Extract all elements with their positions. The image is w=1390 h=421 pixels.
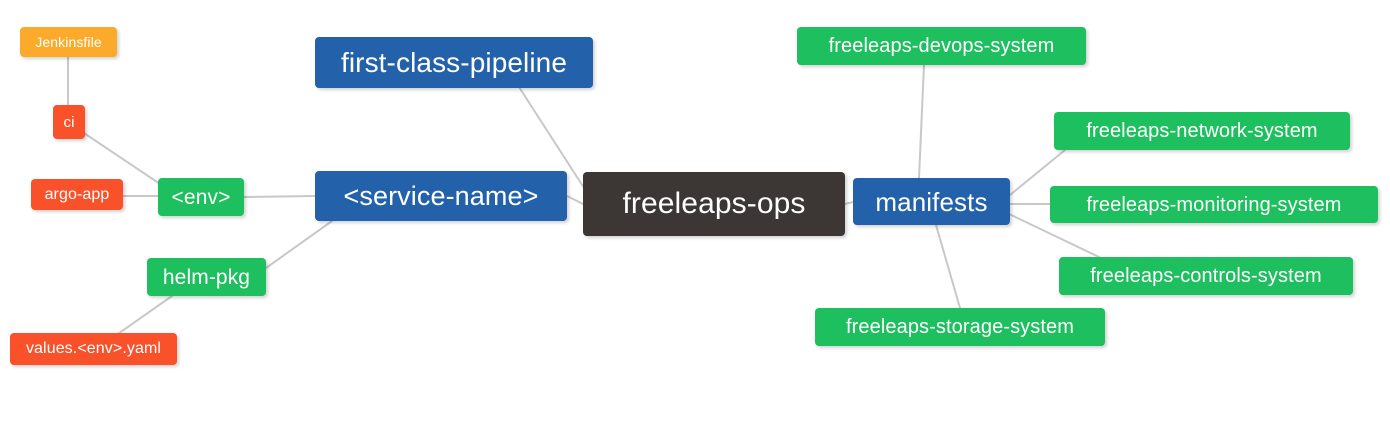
node-freeleaps-controls-system[interactable]: freeleaps-controls-system [1059, 257, 1353, 295]
node-label: first-class-pipeline [340, 46, 568, 78]
node-label: freeleaps-monitoring-system [1086, 193, 1342, 216]
edge-service_name-to-helm_pkg [265, 220, 333, 269]
node-label: freeleaps-storage-system [845, 316, 1075, 338]
edge-env-to-ci [83, 132, 161, 185]
node-label: argo-app [44, 185, 110, 203]
node-freeleaps-network-system[interactable]: freeleaps-network-system [1054, 112, 1350, 150]
node-helm-pkg[interactable]: helm-pkg [147, 258, 266, 296]
edge-manifests-to-devops_system [918, 64, 925, 179]
edge-manifests-to-storage_system [935, 224, 961, 309]
node-freeleaps-devops-system[interactable]: freeleaps-devops-system [797, 27, 1086, 65]
node-label: freeleaps-controls-system [1090, 265, 1322, 287]
node-label: freeleaps-network-system [1086, 120, 1318, 142]
node-label: Jenkinsfile [35, 34, 102, 50]
node-freeleaps-ops[interactable]: freeleaps-ops [583, 172, 845, 236]
node-jenkinsfile[interactable]: Jenkinsfile [20, 27, 117, 57]
node-values-env-yaml[interactable]: values.<env>.yaml [10, 333, 177, 365]
node-manifests[interactable]: manifests [853, 178, 1010, 225]
node-env[interactable]: <env> [158, 178, 244, 216]
node-freeleaps-storage-system[interactable]: freeleaps-storage-system [815, 308, 1105, 346]
edge-helm_pkg-to-values_yaml [114, 295, 173, 337]
edge-root-to-service_name [566, 195, 584, 205]
edge-root-to-manifests [844, 201, 854, 205]
node-label: <service-name> [343, 180, 539, 211]
node-label: manifests [875, 186, 988, 217]
node-freeleaps-monitoring-system[interactable]: freeleaps-monitoring-system [1050, 186, 1378, 223]
node-label: ci [63, 113, 75, 131]
node-service-name[interactable]: <service-name> [315, 171, 567, 221]
node-first-class-pipeline[interactable]: first-class-pipeline [315, 37, 593, 88]
node-label: freeleaps-ops [622, 187, 806, 220]
node-ci[interactable]: ci [53, 105, 85, 139]
edge-service_name-to-env [243, 195, 316, 198]
node-label: values.<env>.yaml [25, 340, 162, 357]
node-label: helm-pkg [162, 265, 251, 289]
node-label: <env> [171, 185, 231, 209]
node-argo-app[interactable]: argo-app [31, 179, 123, 210]
node-label: freeleaps-devops-system [828, 35, 1055, 57]
